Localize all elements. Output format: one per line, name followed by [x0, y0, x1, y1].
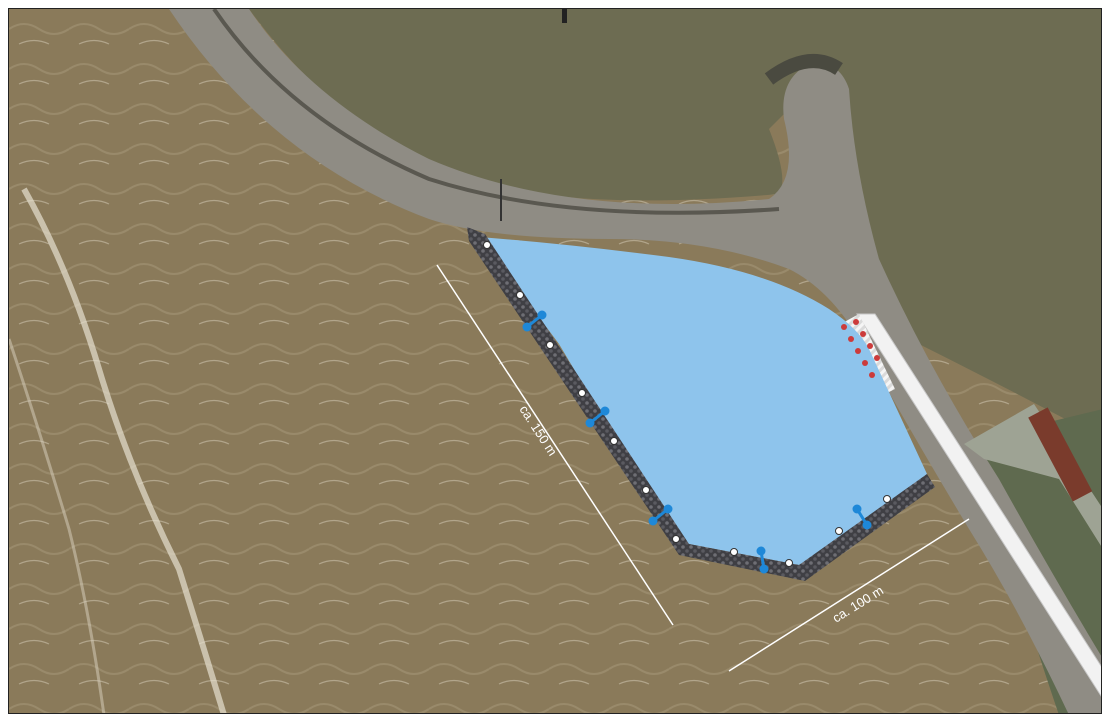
inflow-arrows [522, 310, 872, 574]
circle-node-icon [642, 486, 650, 494]
dike-road [212, 9, 780, 215]
bidirectional-arrow-icon [756, 546, 769, 574]
measure-line-short [728, 518, 970, 672]
reservoir [479, 237, 927, 565]
pump-symbol-icon [860, 331, 866, 337]
pump-symbols [841, 319, 880, 378]
surf-line-2 [9, 338, 106, 713]
beacon-marker [562, 9, 567, 23]
jetty [856, 313, 1101, 697]
revetment-nodes [483, 241, 891, 567]
measure-line-long [436, 264, 674, 626]
bidirectional-arrow-icon [585, 406, 610, 428]
bidirectional-arrow-icon [522, 310, 547, 332]
bidirectional-arrow-icon [852, 504, 872, 530]
circle-node-icon [835, 527, 843, 535]
circle-node-icon [483, 241, 491, 249]
circle-node-icon [610, 437, 618, 445]
pump-symbol-icon [874, 355, 880, 361]
surf-line-1 [21, 187, 227, 713]
pier [964, 404, 1101, 546]
circle-node-icon [785, 559, 793, 567]
circle-node-icon [516, 291, 524, 299]
bidirectional-arrow-icon [648, 504, 673, 526]
aerial-map[interactable]: ca. 150 m ca. 100 m [8, 8, 1102, 714]
circle-node-icon [546, 341, 554, 349]
ship [1028, 407, 1093, 502]
harbor-basin [249, 9, 1101, 438]
pump-symbol-icon [869, 372, 875, 378]
pump-symbol-icon [862, 360, 868, 366]
pump-symbol-icon [853, 319, 859, 325]
circle-node-icon [730, 548, 738, 556]
dike [169, 9, 1101, 713]
map-canvas: ca. 150 m ca. 100 m [9, 9, 1101, 713]
pump-symbol-icon [841, 324, 847, 330]
pump-symbol-icon [848, 336, 854, 342]
pump-symbol-icon [867, 343, 873, 349]
circle-node-icon [672, 535, 680, 543]
circle-node-icon [578, 389, 586, 397]
dike-crest [764, 54, 843, 85]
circle-node-icon [883, 495, 891, 503]
pump-symbol-icon [855, 348, 861, 354]
